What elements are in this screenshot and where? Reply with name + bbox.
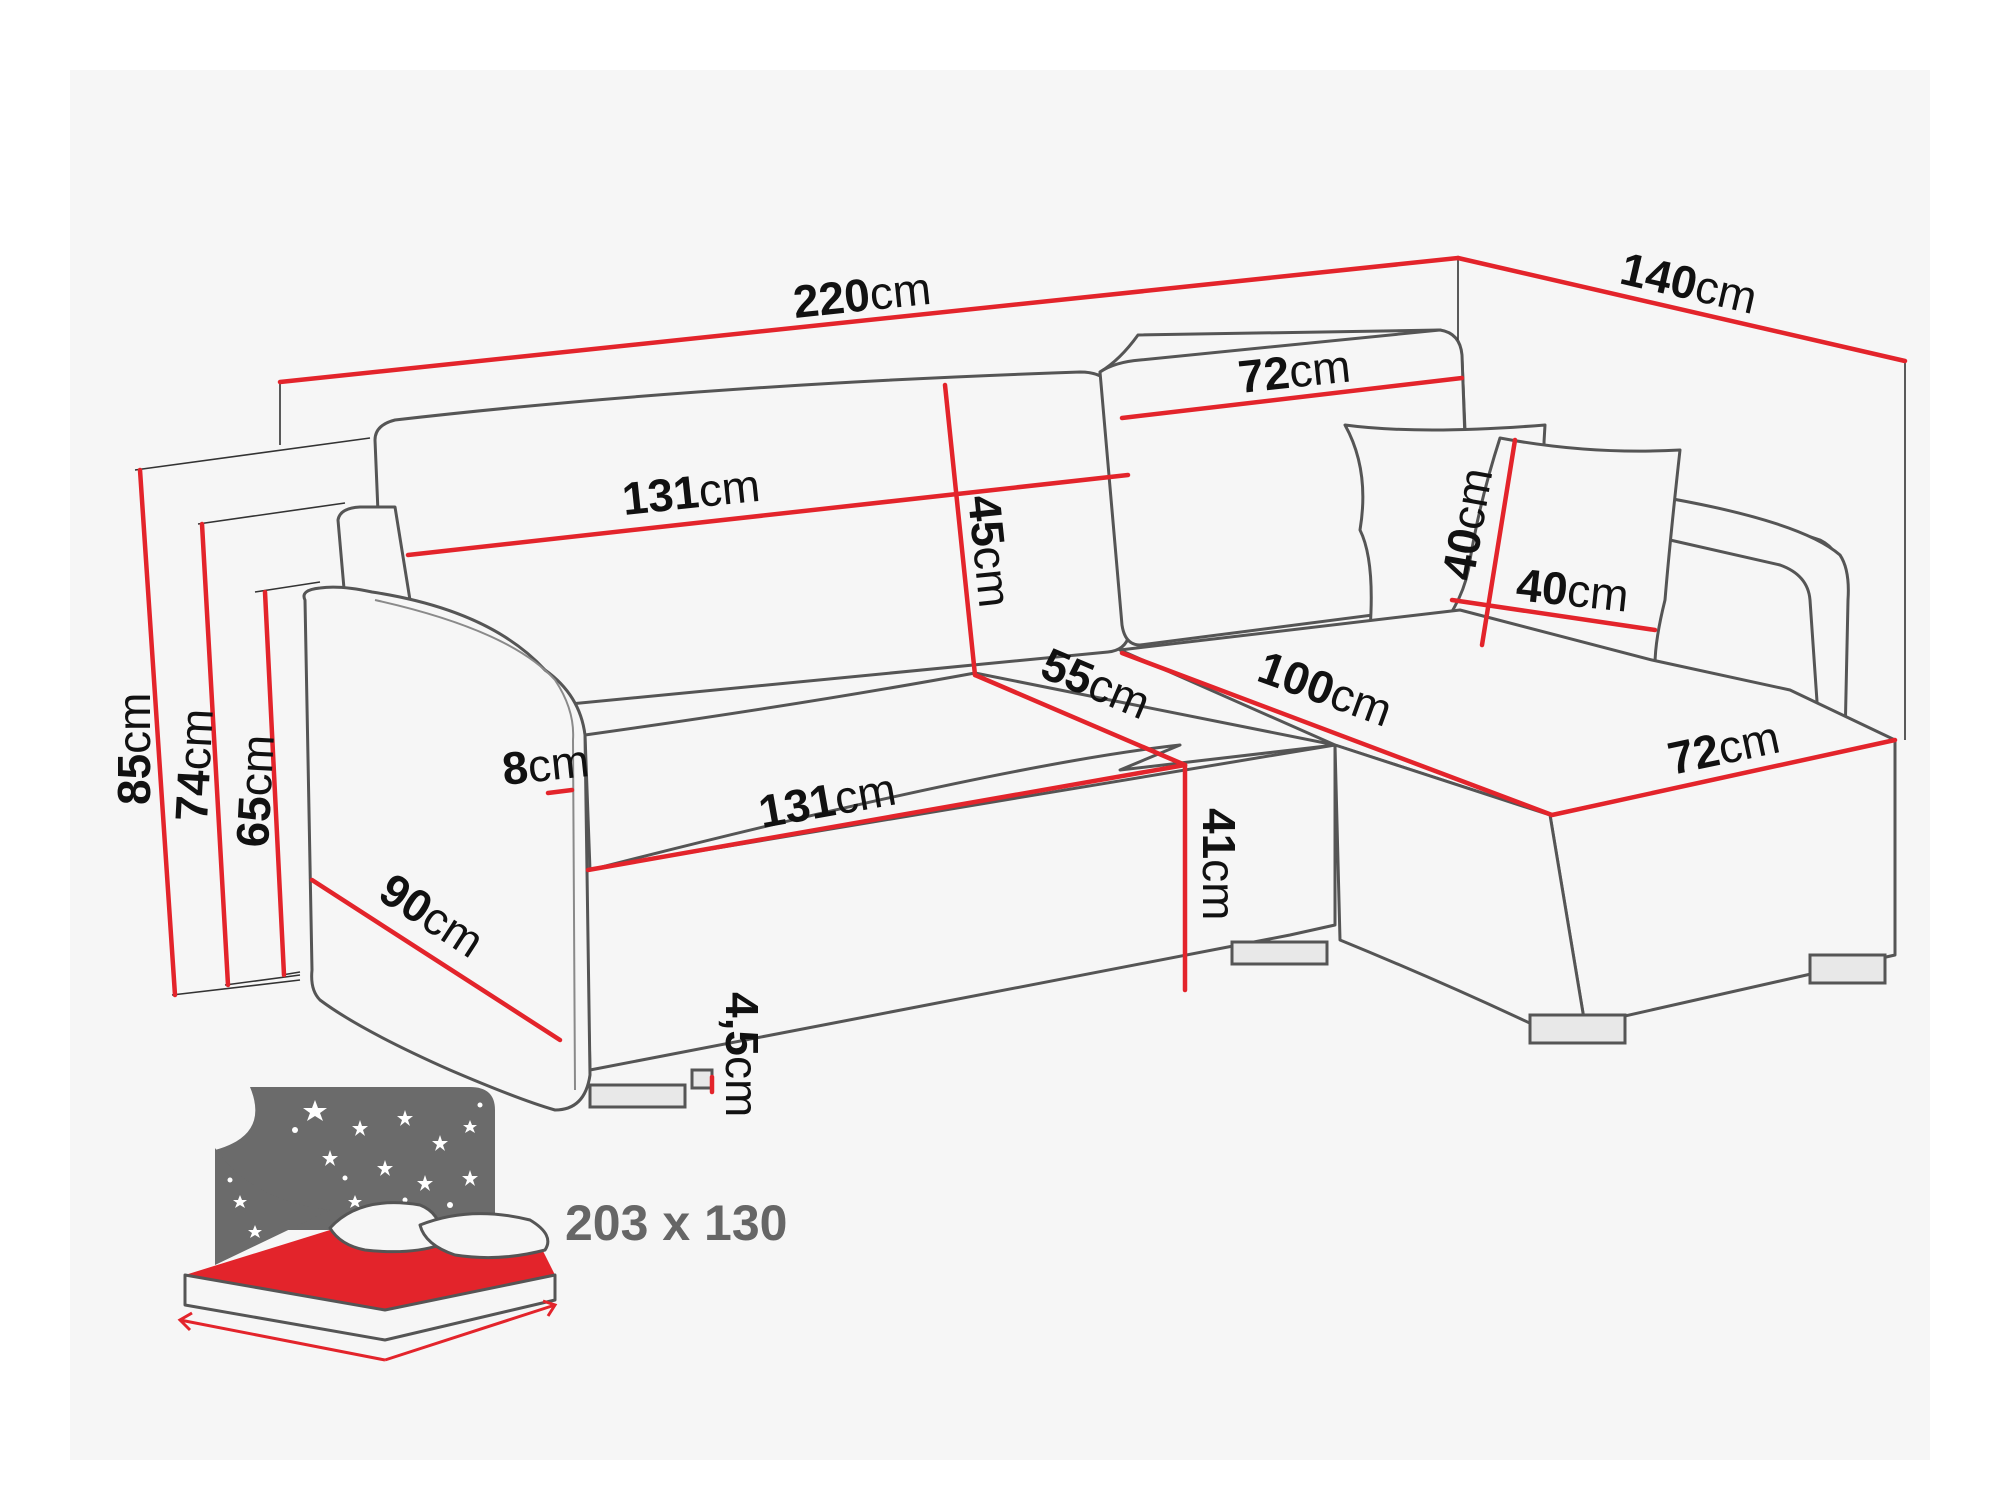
label-pillow-height: 40cm [1432,464,1503,584]
dim-line-pillow-height [1479,437,1518,648]
label-chaise-back-width: 72cm [1236,339,1353,402]
bed-with-night-sky-icon: 203 x 130 [177,1087,787,1362]
dim-line-total-height [137,467,178,998]
label-back-height: 74cm [165,707,223,822]
dim-line-pillow-width [1449,597,1658,633]
left-armrest [302,585,592,1112]
dim-line-total-width [277,255,1461,385]
dim-line-backrest-height [942,382,978,678]
leg-chaise-front [1528,1013,1627,1045]
bed-pillow-right [418,1212,550,1260]
night-sky-panel [215,1087,495,1230]
backrest-cushion-left [373,370,1132,722]
label-armrest-width: 8cm [500,734,592,795]
dim-line-back-height [199,521,231,988]
label-seat-width: 131cm [755,763,900,838]
bed-length-arrow [384,1303,556,1362]
sleeping-area-label: 203 x 130 [565,1195,787,1251]
mattress-side [183,1273,557,1342]
label-backrest-width: 131cm [620,459,763,525]
label-leg-height: 4,5cm [716,992,768,1117]
dim-line-backrest-width [405,472,1131,558]
dim-line-chaise-length [1119,650,1555,818]
label-backrest-height: 45cm [958,493,1021,610]
label-armrest-height: 65cm [226,733,284,848]
dim-line-seat-depth [972,672,1188,768]
chaise-armrest [1648,493,1850,747]
leg-hidden-small [690,1068,714,1090]
dimension-labels: 220cm 140cm 72cm 131cm 45cm 40cm 40cm 55… [108,242,1784,1117]
dim-line-chaise-back-width [1119,375,1465,421]
left-armrest-rear [336,505,412,602]
sofa-outline [302,328,1897,1112]
leg-front-left [588,1083,687,1109]
dim-line-armrest-depth [309,877,563,1043]
bed-width-arrow [179,1318,386,1362]
label-total-width: 220cm [791,262,934,328]
night-sky-left [215,1148,330,1265]
dim-line-seat-width [585,762,1188,873]
left-armrest-piping [374,599,576,1091]
label-seat-height: 41cm [1193,808,1245,921]
leg-chaise-right [1808,953,1887,985]
dim-line-armrest-width [545,787,575,796]
dimension-lines [137,255,1908,1095]
dim-line-chaise-front-width [1549,737,1898,818]
dim-line-armrest-height [262,589,287,978]
leg-front-middle [1230,940,1329,966]
label-pillow-width: 40cm [1514,558,1631,621]
stars [227,1100,483,1238]
bed-length-arrowhead-right [542,1299,558,1317]
label-total-height: 85cm [108,693,160,806]
dim-line-chaise-depth-total [1455,255,1908,364]
bed-width-arrowhead-left [177,1311,193,1332]
seat-top [583,671,1337,872]
label-chaise-front-width: 72cm [1663,711,1784,785]
